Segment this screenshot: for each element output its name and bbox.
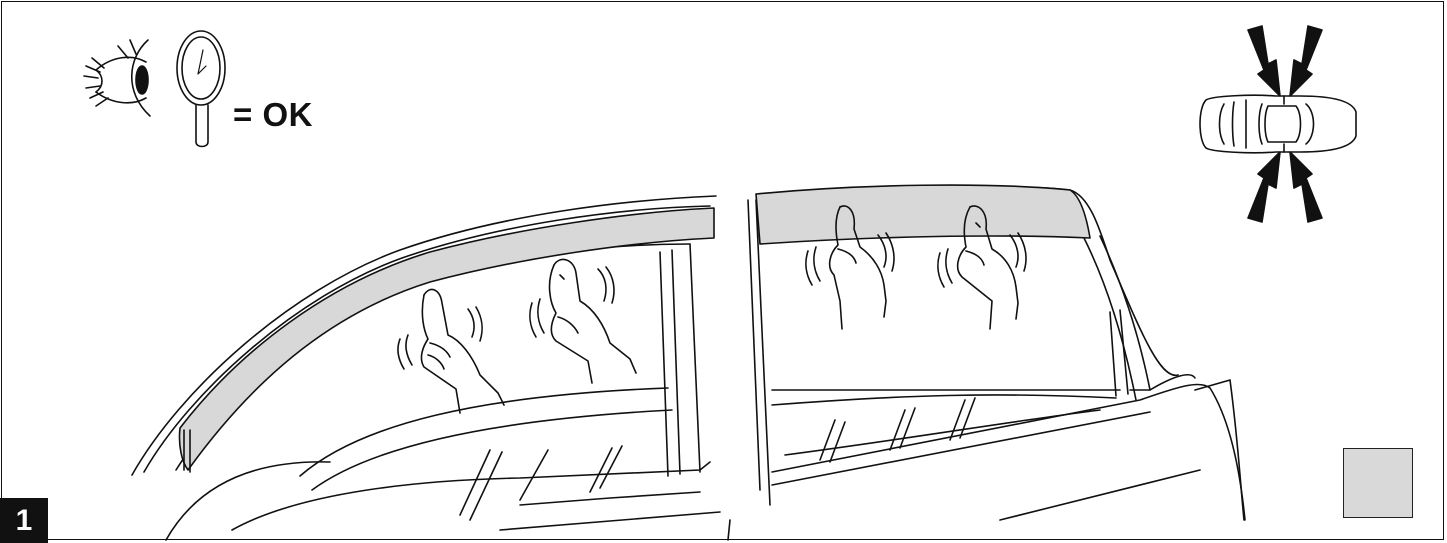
step-number-badge: 1 (0, 498, 48, 543)
hand-icon (398, 289, 504, 413)
rear-visor (756, 185, 1090, 244)
color-swatch (1343, 448, 1413, 518)
hand-icon (530, 259, 636, 383)
magnifier-icon (177, 31, 225, 147)
front-door (132, 196, 730, 540)
front-visor (179, 208, 714, 470)
eye-icon (84, 40, 150, 116)
car-top-view-icon (1200, 95, 1356, 153)
ok-label: = OK (233, 96, 313, 134)
